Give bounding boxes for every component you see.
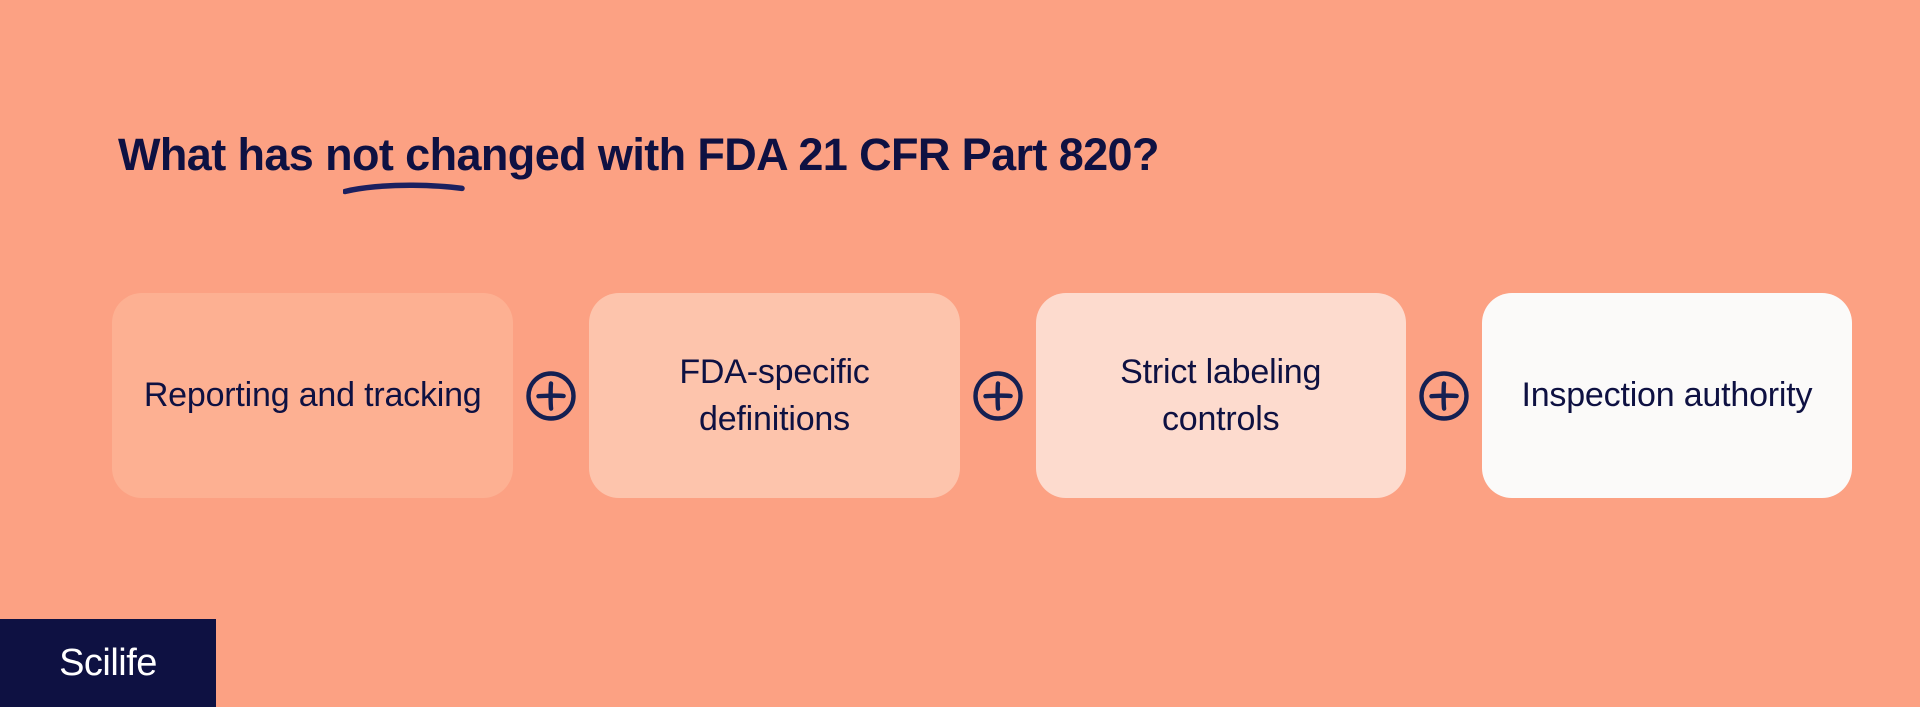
connector-2 (960, 368, 1036, 424)
connector-1 (513, 368, 589, 424)
hand-drawn-underline-icon (343, 182, 465, 195)
plus-circle-icon (1419, 370, 1469, 421)
card-strict-labeling-controls[interactable]: Strict labeling controls (1035, 293, 1406, 498)
card-label: Reporting and tracking (143, 376, 482, 414)
card-fda-specific-definitions[interactable]: FDA-specific definitions (589, 293, 960, 498)
card-label: FDA-specific definitions (679, 352, 870, 438)
card-label: Strict labeling controls (1120, 352, 1322, 438)
logo-text: Scilife (59, 641, 157, 684)
card-label: Inspection authority (1521, 376, 1813, 414)
scilife-logo[interactable]: Scilife (0, 619, 216, 707)
title-block: What has not changed with FDA 21 CFR Par… (118, 128, 1518, 195)
plus-circle-icon (972, 370, 1023, 421)
plus-circle-icon (526, 370, 577, 421)
page-title: What has not changed with FDA 21 CFR Par… (118, 129, 1159, 180)
card-inspection-authority[interactable]: Inspection authority (1481, 293, 1853, 498)
connector-3 (1406, 368, 1482, 424)
card-reporting-and-tracking[interactable]: Reporting and tracking (112, 293, 514, 498)
cards-row: Reporting and tracking FDA-specific defi… (112, 293, 1853, 498)
